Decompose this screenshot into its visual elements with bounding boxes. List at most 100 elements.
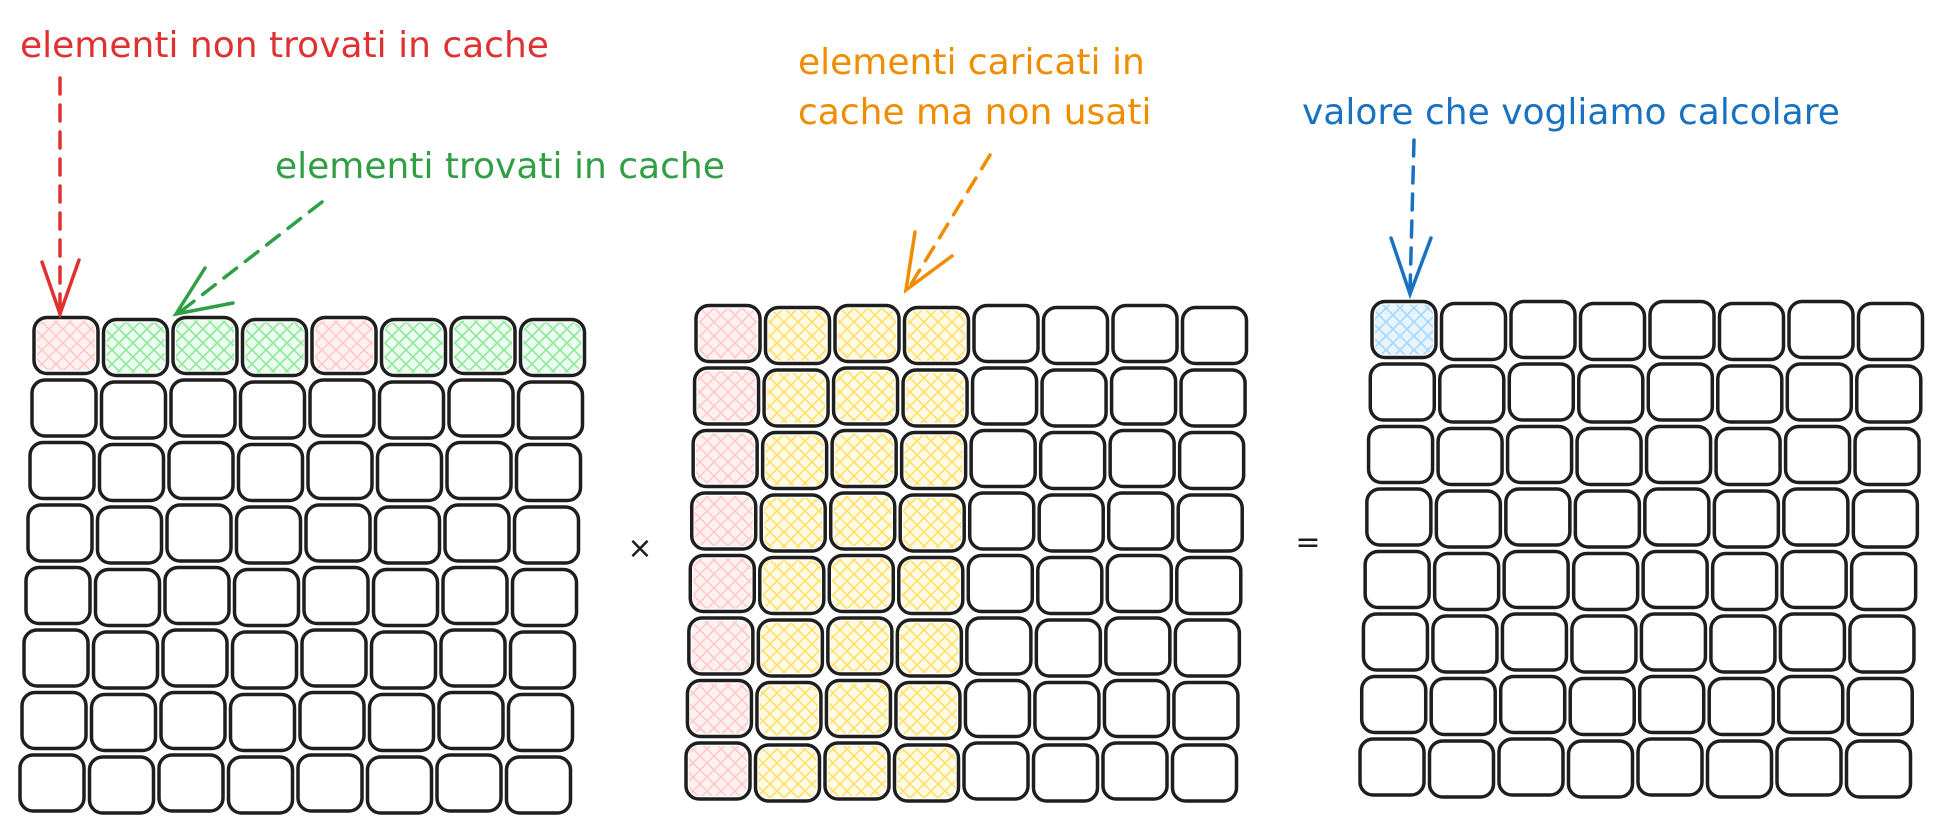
matrix-b-cell <box>823 741 891 801</box>
matrix-a-cell <box>504 755 573 815</box>
matrix-c-cell <box>1637 674 1706 735</box>
matrix-c-cell <box>1646 362 1715 422</box>
matrix-a-cell <box>375 442 444 503</box>
matrix-b-cell <box>687 616 755 676</box>
matrix-a-cell <box>159 690 227 751</box>
matrix-b-cell-hatch <box>696 433 755 484</box>
matrix-b-cell <box>962 741 1030 801</box>
matrix-c-cell <box>1851 489 1920 549</box>
matrix-a-cell <box>89 692 158 753</box>
matrix-b-cell <box>685 678 754 739</box>
matrix-a-cell <box>26 503 94 563</box>
matrix-b-cell <box>1176 493 1244 553</box>
matrix-c-cell <box>1363 549 1431 610</box>
matrix-b-cell-hatch <box>767 373 826 423</box>
matrix-a-cell <box>101 317 170 378</box>
matrix-c-cell <box>1782 487 1850 547</box>
matrix-b-cell-hatch <box>758 748 817 798</box>
matrix-b-cell <box>1109 366 1178 426</box>
matrix-a-cell <box>18 753 86 813</box>
matrix-b-cell <box>758 555 826 616</box>
matrix-b-cell-hatch <box>699 308 757 359</box>
matrix-b-cell <box>1102 678 1171 739</box>
matrix-a-cell <box>232 567 301 628</box>
matrix-a-cell-hatch <box>523 322 582 373</box>
matrix-c-cell <box>1856 301 1925 362</box>
matrix-a-cell <box>30 378 98 438</box>
matrix-c-cell <box>1358 737 1426 797</box>
matrix-a-cell <box>441 565 509 626</box>
matrix-b-cell <box>894 680 962 741</box>
matrix-b-cell <box>970 366 1039 426</box>
matrix-a-cell <box>516 380 585 440</box>
matrix-b-cell <box>966 553 1035 614</box>
arrow-target <box>1389 138 1433 300</box>
matrix-a-cell-hatch <box>37 320 95 371</box>
matrix-a-cell <box>514 442 583 503</box>
multiply-operator: × <box>627 531 652 566</box>
matrix-c-cell-hatch <box>1375 304 1433 355</box>
matrix-a-cell <box>306 440 374 501</box>
matrix-c-cell <box>1705 739 1774 799</box>
matrix-b-cell-hatch <box>828 746 886 796</box>
matrix-a-cell <box>379 317 448 378</box>
matrix-b-cell-hatch <box>689 746 747 796</box>
matrix-a-cell <box>518 317 587 378</box>
matrix-c-cell <box>1787 299 1855 360</box>
matrix-b-cell-hatch <box>830 621 889 671</box>
matrix-c-cell <box>1366 424 1435 485</box>
matrix-b-cell <box>1108 428 1176 489</box>
matrix-b-cell <box>833 303 901 364</box>
arrow-loaded <box>903 153 992 294</box>
matrix-c <box>1358 299 1925 799</box>
matrix-b-cell-hatch <box>759 685 818 736</box>
matrix-b-cell-hatch <box>765 435 824 486</box>
label-target: valore che vogliamo calcolare <box>1302 92 1840 133</box>
matrix-a-cell <box>437 690 505 751</box>
matrix-c-cell <box>1432 551 1501 612</box>
matrix-c-cell <box>1439 301 1508 362</box>
matrix-c-cell <box>1365 487 1433 547</box>
matrix-c-cell <box>1575 426 1643 487</box>
matrix-b-cell <box>1180 305 1249 366</box>
matrix-c-cell <box>1431 614 1499 674</box>
matrix-b-cell <box>1037 493 1105 553</box>
matrix-a-cell <box>240 317 309 378</box>
matrix-b-cell <box>828 491 897 551</box>
matrix-a-cell <box>508 630 577 690</box>
matrix-c-cell <box>1507 362 1576 422</box>
matrix-a-cell <box>304 503 372 563</box>
matrix-a-cell <box>300 628 368 688</box>
matrix-a-cell <box>512 505 581 565</box>
label-loaded-line1: elementi caricati in <box>798 42 1145 83</box>
matrix-c-cell <box>1578 301 1647 362</box>
matrix-c-cell <box>1641 549 1709 610</box>
matrix-b-cell <box>830 428 898 489</box>
matrix-c-cell <box>1434 489 1503 549</box>
matrix-c-cell <box>1361 612 1430 672</box>
matrix-b-cell <box>901 368 969 428</box>
matrix-b-cell <box>1111 303 1179 364</box>
matrix-a-cell <box>310 315 378 376</box>
matrix-a-cell <box>439 628 507 688</box>
label-found: elementi trovati in cache <box>275 146 725 187</box>
matrix-c-cell <box>1714 426 1782 487</box>
matrix-a-cell <box>367 692 436 753</box>
matrix-b-cell <box>694 303 762 364</box>
matrix-b-cell <box>689 491 758 551</box>
matrix-b-cell <box>1040 368 1108 428</box>
matrix-c-cell <box>1778 612 1847 672</box>
matrix-a-cell <box>24 565 92 626</box>
matrix-a-cell <box>510 567 579 628</box>
matrix-b-cell-hatch <box>901 560 960 611</box>
matrix-a-cell <box>32 315 100 376</box>
matrix-b-cell <box>1172 680 1240 741</box>
matrix-b-cell <box>898 493 966 553</box>
matrix-b-cell <box>684 741 752 801</box>
matrix-b-cell <box>826 616 894 676</box>
matrix-b-cell <box>755 680 823 741</box>
matrix-c-cell <box>1566 739 1635 799</box>
matrix-b-cell-hatch <box>907 310 966 361</box>
matrix-b-cell <box>1106 491 1175 551</box>
